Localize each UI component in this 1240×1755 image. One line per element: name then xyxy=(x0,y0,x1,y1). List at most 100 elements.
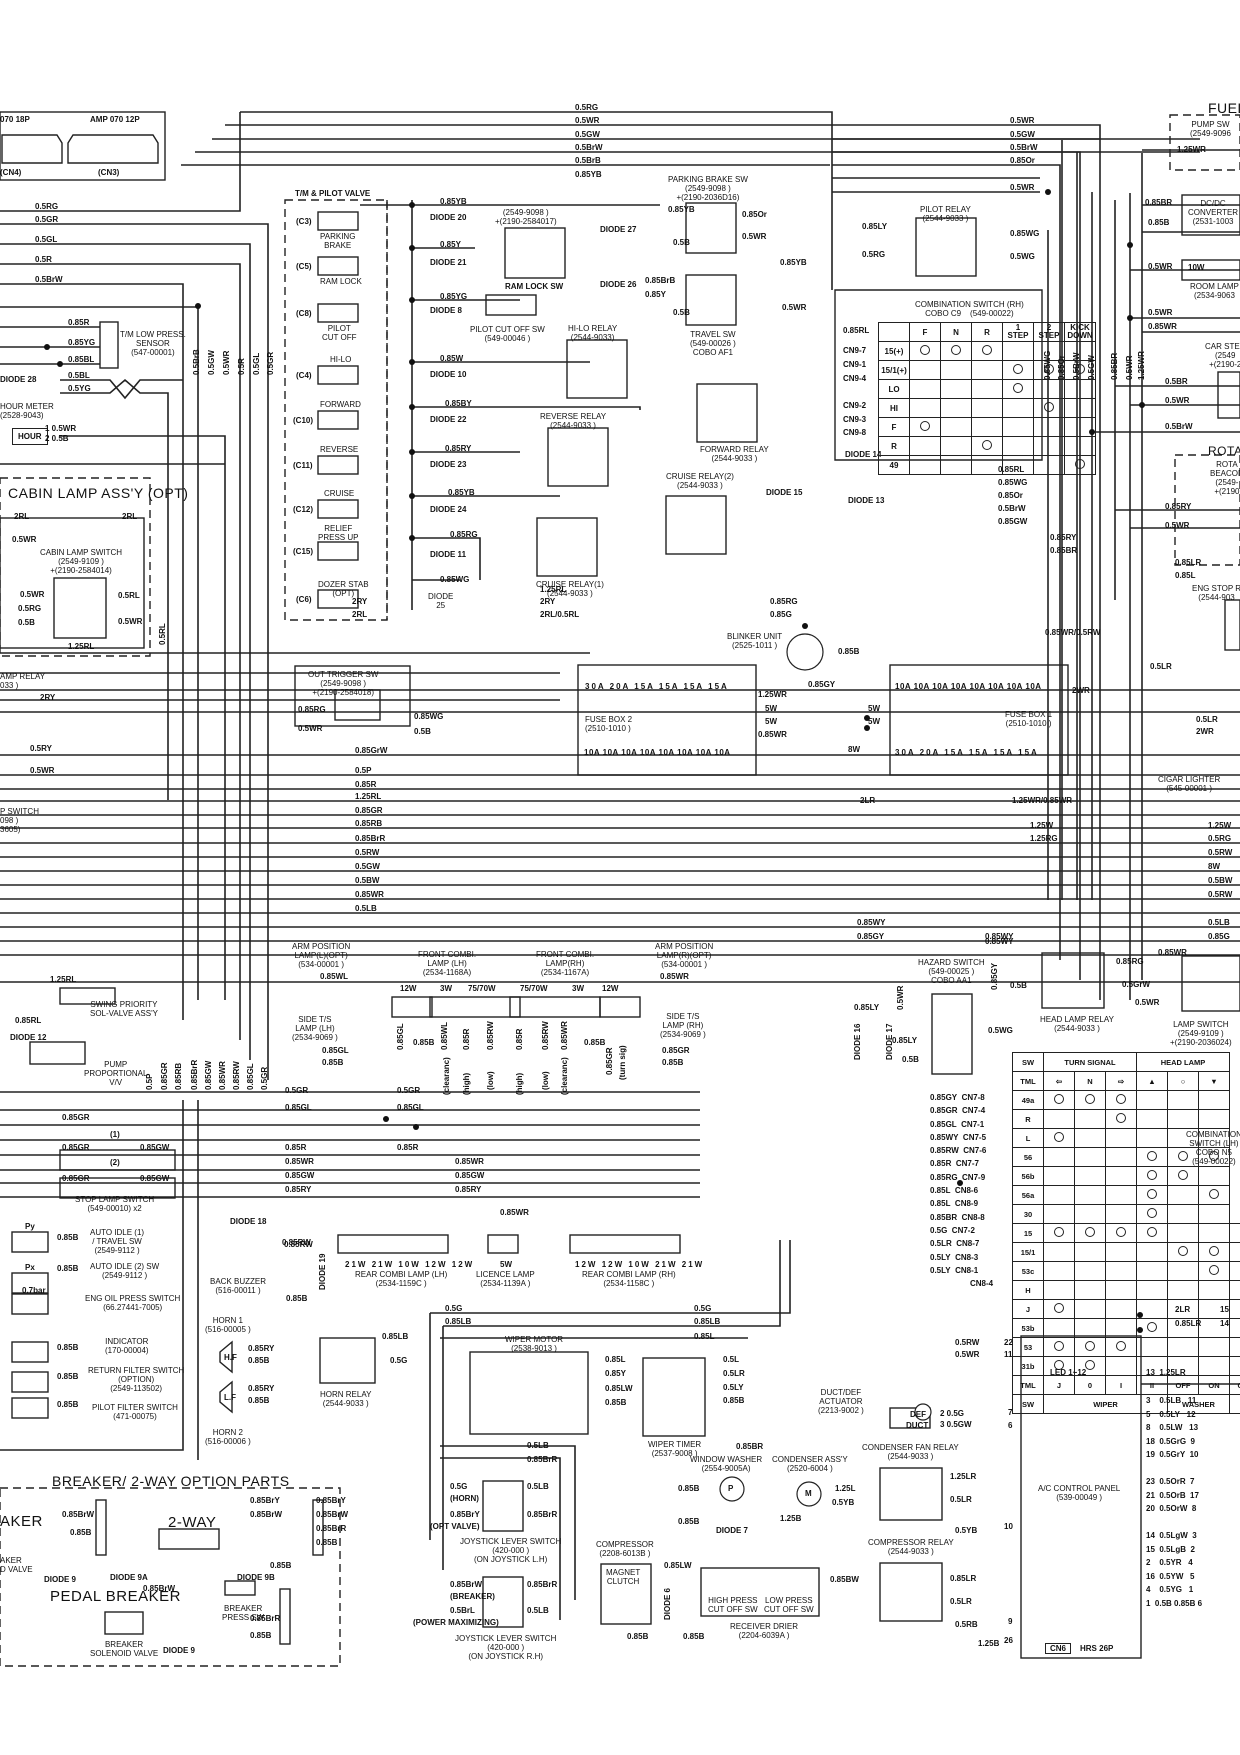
solenoid-name: DOZER STAB (OPT) xyxy=(318,580,369,598)
wire-label: 0.5LB xyxy=(527,1441,549,1450)
wire-label: 1.25WR xyxy=(1177,145,1206,154)
wire-label: 0.85BrR xyxy=(316,1524,347,1533)
wire-label: 0.85BR xyxy=(1050,546,1078,555)
col-header: N xyxy=(940,322,972,342)
wire-label: 0.85B xyxy=(250,1631,272,1640)
ac-panel-right-pin-list: 13 1.25LR 3 0.5LB 11 5 0.5LY 12 8 0.5LW … xyxy=(1146,1368,1202,1612)
reverse-relay-box xyxy=(547,427,609,487)
parking-brake-sw-label: PARKING BRAKE SW (2549-9098 ) +(2190-203… xyxy=(668,175,748,202)
wire-label: 0.5B xyxy=(1010,981,1027,990)
wire-label: 0.5YG xyxy=(68,384,91,393)
circle-icon: ○ xyxy=(1167,1071,1199,1091)
solenoid-name: FORWARD xyxy=(320,400,361,409)
hour-meter-label: HOUR METER (2528-9043) xyxy=(0,402,54,420)
solenoid-name: CRUISE xyxy=(324,489,355,498)
wire-label: 0.5WR xyxy=(1010,116,1035,125)
wire-label: 0.5WR xyxy=(30,766,55,775)
compressor-relay-box xyxy=(879,1562,943,1622)
cn-row: 0.85RG CN7-9 xyxy=(930,1172,986,1182)
wire-label: 0.5RW xyxy=(1208,890,1233,899)
condenser-fan-relay-box xyxy=(879,1467,943,1521)
wiper-i: I xyxy=(1105,1375,1137,1395)
wire-label: 0.5RW xyxy=(955,1338,980,1347)
wire-label: 0.85B xyxy=(678,1484,700,1493)
cn-row: 0.85L CN8-9 xyxy=(930,1199,979,1209)
breaker-press-sw xyxy=(224,1580,256,1596)
wire-label: 0.85RG xyxy=(298,705,326,714)
wire-label: 0.85BrW xyxy=(62,1510,95,1519)
wire-label: 0.85GW xyxy=(285,1171,315,1180)
horn-relay-label: HORN RELAY (2544-9033 ) xyxy=(320,1390,372,1408)
bus-label: 0.85BR xyxy=(1110,352,1119,380)
signal-label: 0.85RW xyxy=(486,1021,495,1050)
tml-cell: HI xyxy=(878,398,910,418)
cn-row: 0.85GL CN7-1 xyxy=(930,1119,985,1129)
solenoid-name: REVERSE xyxy=(320,445,359,454)
solenoid-name: PILOT CUT OFF xyxy=(322,324,357,342)
joystick-rh-label: JOYSTICK LEVER SWITCH (420-000 ) (ON JOY… xyxy=(455,1634,557,1661)
wire-label: 1.25WR xyxy=(758,690,787,699)
horn-relay-box xyxy=(319,1337,376,1384)
ac-pin-row: 15 0.5LgB 2 xyxy=(1146,1544,1195,1554)
solenoid-name: RELIEF PRESS UP xyxy=(318,524,359,542)
connector-amp-outline xyxy=(1,134,159,164)
wiper-header: WIPER xyxy=(1043,1394,1168,1414)
right-arrow-icon: ⇨ xyxy=(1105,1071,1137,1091)
horn-2-tag: L.F xyxy=(224,1393,236,1402)
head-lamp-relay-label: HEAD LAMP RELAY (2544-9033 ) xyxy=(1040,1015,1114,1033)
wire-label: 0.85LY xyxy=(892,1036,918,1045)
wire-label: 3 0.5GW xyxy=(940,1420,972,1429)
wire-label: 0.85BR xyxy=(1145,198,1173,207)
wire-label: 0.85GR xyxy=(355,806,383,815)
cn-row: 0.85GY CN7-8 xyxy=(930,1093,985,1102)
col-header: R xyxy=(971,322,1003,342)
fuse-box-1-label: FUSE BOX 1 (2510-1010 ) xyxy=(1005,710,1053,728)
wire-label: 0.5BW xyxy=(355,876,380,885)
watt-label: 75/70W xyxy=(520,984,548,993)
diode-label: DIODE 20 xyxy=(430,213,467,222)
wire-label: 0.85Y xyxy=(645,290,666,299)
wire-label: 0.5BrW xyxy=(998,504,1026,513)
wire-label: 0.5BrW xyxy=(1010,143,1038,152)
wire-label: 0.85WR xyxy=(355,890,384,899)
wire-label: 0.85GW xyxy=(998,517,1028,526)
hazard-switch-box xyxy=(931,993,973,1075)
pin-label: 11 xyxy=(1004,1350,1013,1359)
wire-label: 5W xyxy=(868,704,880,713)
diode-6-label: DIODE 6 xyxy=(663,1587,672,1620)
wire-label: 0.5RG xyxy=(18,604,42,613)
wire-label: 0.85RY xyxy=(248,1384,275,1393)
wire-label: 0.85RW xyxy=(284,1240,313,1249)
wire-label: 0.85L xyxy=(694,1332,715,1341)
solenoid-id: (C6) xyxy=(296,595,312,604)
solenoid-name: RAM LOCK xyxy=(320,277,362,286)
pin-label: 22 xyxy=(1004,1338,1013,1347)
col-header: KICK DOWN xyxy=(1064,322,1096,342)
wire-label: 0.85WG xyxy=(998,478,1028,487)
duct-actuator-box xyxy=(889,1407,931,1429)
cn-row: 0.85WY CN7-5 xyxy=(930,1132,987,1142)
wire-label: 0.85LR xyxy=(1175,558,1202,567)
wire-label: 0.85LY xyxy=(862,222,888,231)
pin-label: 9 xyxy=(1008,1617,1013,1626)
joystick-lh-label: JOYSTICK LEVER SWITCH (420-000 ) (ON JOY… xyxy=(460,1537,562,1564)
wire-label: 0.85BrR xyxy=(527,1580,558,1589)
wire-label: 0.85YB xyxy=(440,197,467,206)
wire-label: 0.5LB xyxy=(1208,918,1230,927)
indicator-label: INDICATOR (170-00004) xyxy=(105,1337,149,1355)
wire-label: 0.85LB xyxy=(694,1317,721,1326)
solenoid-id: (C8) xyxy=(296,309,312,318)
fuse-box-2 xyxy=(577,664,757,776)
tml-cell: H xyxy=(1012,1280,1044,1300)
wire-label: 0.5RG xyxy=(1208,834,1232,843)
wire-label: 0.85Or xyxy=(1010,156,1035,165)
fuse-box-1-bottom-ratings: 30A 20A 15A 15A 15A 15A xyxy=(895,748,1039,757)
tml-cell: 15/1 xyxy=(1012,1242,1044,1262)
sw-header: SW xyxy=(1012,1052,1044,1072)
cn-label: CN9-8 xyxy=(843,428,867,437)
wire-label: 0.85BrY xyxy=(250,1496,280,1505)
cn-row: 0.85GR CN7-4 xyxy=(930,1106,986,1116)
wire-label: 0.85B xyxy=(605,1398,627,1407)
wire-label: 0.85Or xyxy=(998,491,1023,500)
